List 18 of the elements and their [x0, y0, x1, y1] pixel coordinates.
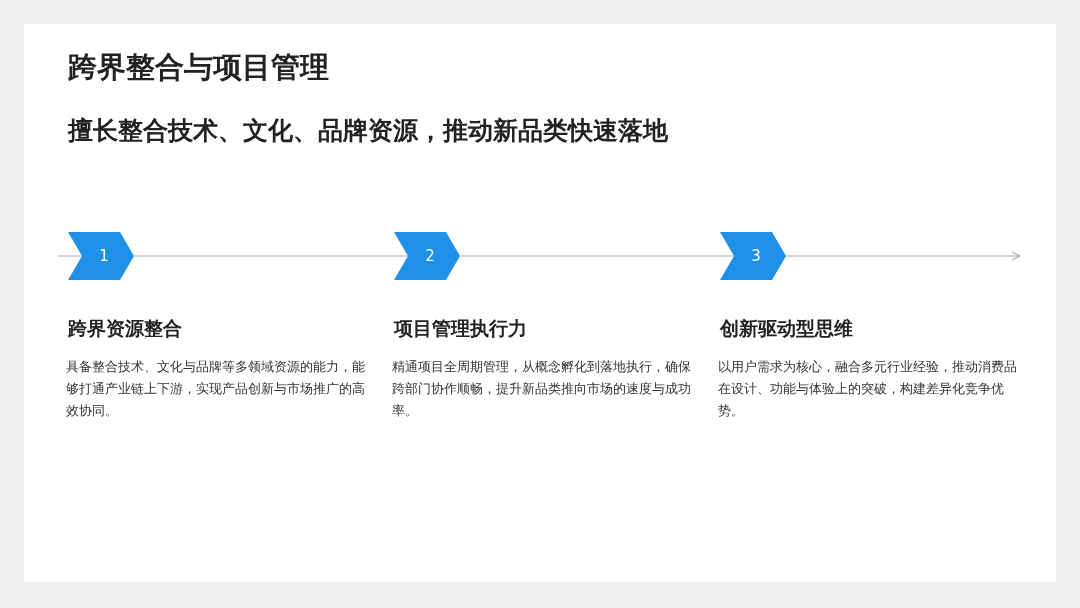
- step-heading: 项目管理执行力: [394, 316, 527, 341]
- step-description: 以用户需求为核心，融合多元行业经验，推动消费品在设计、功能与体验上的突破，构建差异化竞争优势。: [718, 358, 1018, 420]
- step-description: 具备整合技术、文化与品牌等多领域资源的能力，能够打通产业链上下游，实现产品创新与市场推广的高效协同。: [66, 358, 366, 420]
- timeline-line: [459, 255, 735, 257]
- timeline-arrow: [785, 251, 1021, 261]
- step-chevron: [720, 232, 786, 280]
- step-number: 2: [424, 246, 436, 266]
- step-number: 3: [750, 246, 762, 266]
- title: 跨界整合与项目管理: [68, 49, 329, 86]
- step-number: 1: [98, 246, 110, 266]
- step-heading: 跨界资源整合: [68, 316, 182, 341]
- timeline-line: [133, 255, 409, 257]
- subtitle: 擅长整合技术、文化、品牌资源，推动新品类快速落地: [68, 115, 668, 147]
- step-chevron: [394, 232, 460, 280]
- step-heading: 创新驱动型思维: [720, 316, 853, 341]
- step-chevron: [68, 232, 134, 280]
- timeline-line: [57, 255, 83, 257]
- step-description: 精通项目全周期管理，从概念孵化到落地执行，确保跨部门协作顺畅，提升新品类推向市场的速度与成功率。: [392, 358, 692, 420]
